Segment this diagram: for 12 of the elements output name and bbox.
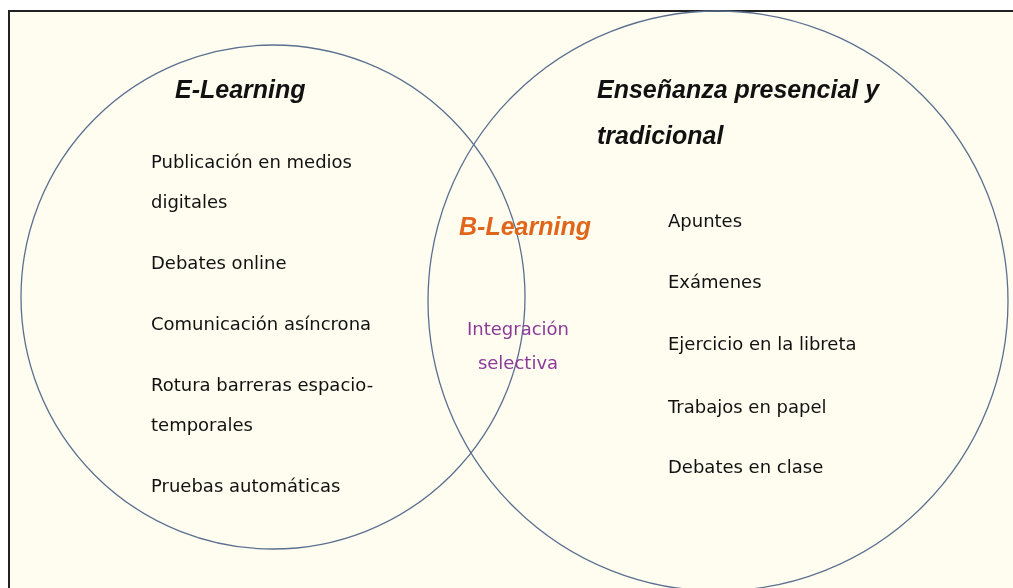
list-item: Exámenes xyxy=(668,270,763,294)
circle-title: E-Learning xyxy=(175,74,307,105)
list-item: Apuntes xyxy=(668,209,744,233)
list-item: Comunicación asíncrona xyxy=(151,312,373,336)
circle-title: Enseñanza presencial y tradicional xyxy=(597,74,881,151)
list-item: Debates online xyxy=(151,251,288,275)
list-item: Rotura barreras espacio-temporales xyxy=(151,373,375,437)
list-item: Ejercicio en la libreta xyxy=(668,332,858,356)
list-item: Debates en clase xyxy=(668,455,825,479)
list-item: Pruebas automáticas xyxy=(151,474,342,498)
list-item: Publicación en medios digitales xyxy=(151,150,353,214)
list-item: Trabajos en papel xyxy=(668,395,828,419)
